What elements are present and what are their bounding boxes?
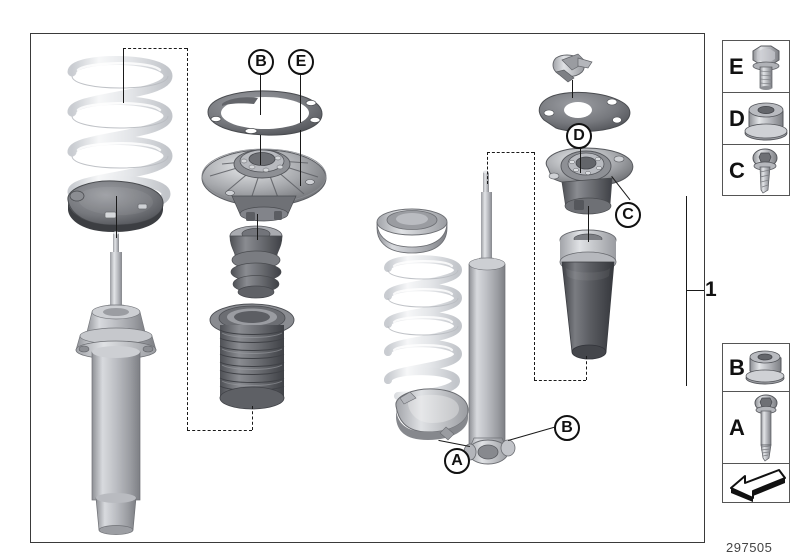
- rear-group-bracket-stub: [586, 356, 587, 380]
- front-spring-pad-lower-art: [67, 180, 164, 233]
- leader-callout-d: [580, 145, 582, 173]
- legend-letter-b: B: [729, 354, 745, 380]
- rear-bump-stop-boot-art: [559, 229, 617, 360]
- front-group-bracket-bottom: [187, 430, 252, 431]
- index-label-1: 1: [705, 278, 717, 301]
- fasteners-legend-upper: E D: [722, 40, 790, 196]
- callout-c-right[interactable]: C: [615, 202, 641, 228]
- front-coil-spring-art: [67, 56, 173, 217]
- rear-shock-absorber-art: [463, 170, 516, 465]
- hex-flange-nut-icon-b: [739, 344, 785, 391]
- leader-gasket-to-bearing: [260, 135, 262, 165]
- legend-row-a[interactable]: A: [723, 392, 789, 464]
- rear-shock-mount-plate-art: [538, 91, 631, 133]
- index-bracket-horizontal: [686, 290, 704, 292]
- hex-flange-bolt-icon: [739, 41, 785, 92]
- rear-group-bracket-left: [487, 152, 488, 184]
- legend-letter-a: A: [729, 414, 745, 440]
- callout-b-rear[interactable]: B: [554, 415, 580, 441]
- leader-front-spring: [123, 48, 125, 103]
- legend-letter-d: D: [729, 105, 745, 131]
- rear-spring-pad-lower-art: [395, 388, 469, 441]
- front-group-bracket-stub: [252, 406, 253, 430]
- callout-d-right[interactable]: D: [566, 123, 592, 149]
- rear-group-bracket-right: [534, 152, 535, 380]
- front-bump-stop-art: [229, 225, 283, 299]
- rear-shock-support-mount-art: [545, 147, 634, 215]
- fasteners-legend-lower: B A: [722, 343, 790, 503]
- legend-row-b[interactable]: B: [723, 344, 789, 392]
- legend-letter-e: E: [729, 53, 744, 79]
- rear-spring-pad-upper-art: [376, 208, 448, 254]
- direction-arrow-icon: [727, 464, 787, 502]
- rear-shock-mount-clip-art: [552, 53, 593, 83]
- torx-pan-screw-icon: [739, 145, 785, 197]
- leader-clip-to-plate: [572, 80, 574, 98]
- legend-row-d[interactable]: D: [723, 93, 789, 145]
- rear-coil-spring-art: [384, 255, 463, 400]
- rear-group-bracket-top: [487, 152, 534, 153]
- leader-callout-b-top: [260, 75, 262, 115]
- leader-mount-to-bumpstop: [588, 206, 590, 242]
- strut-mount-gasket-art: [207, 90, 323, 136]
- legend-row-c[interactable]: C: [723, 145, 789, 197]
- legend-row-e[interactable]: E: [723, 41, 789, 93]
- legend-row-arrow[interactable]: [723, 464, 789, 502]
- leader-callout-e-top: [300, 75, 302, 123]
- hex-flange-nut-icon: [739, 93, 788, 144]
- leader-bearing-to-bumpstop: [257, 214, 259, 240]
- callout-a-rear[interactable]: A: [444, 448, 470, 474]
- front-strut-shock-art: [75, 231, 157, 535]
- rear-group-bracket-bottom: [534, 380, 586, 381]
- front-dust-boot-art: [209, 303, 295, 410]
- long-flange-bolt-icon: [739, 392, 785, 463]
- front-group-bracket-top: [123, 48, 187, 49]
- leader-front-pad: [116, 196, 118, 238]
- leader-callout-e-lower: [300, 130, 302, 186]
- front-group-bracket-right: [187, 48, 188, 430]
- legend-letter-c: C: [729, 158, 745, 183]
- callout-b-top[interactable]: B: [248, 49, 274, 75]
- part-number-label: 297505: [726, 540, 773, 555]
- callout-e-top[interactable]: E: [288, 49, 314, 75]
- strut-support-bearing-art: [201, 148, 327, 222]
